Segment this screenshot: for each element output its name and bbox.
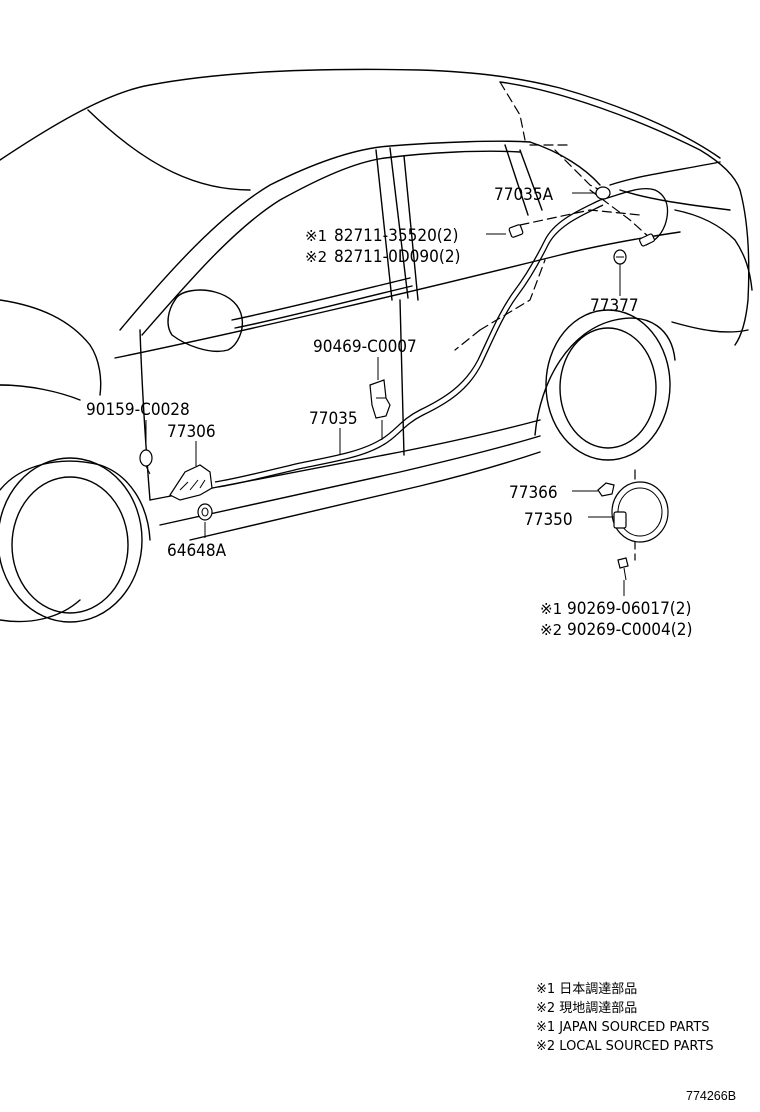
label-77035A: 77035A [494, 185, 554, 205]
part-lid-lock-end [639, 233, 655, 247]
legend-line-4: ※2 LOCAL SOURCED PARTS [536, 1039, 714, 1054]
label-82711-0D090: 82711-0D090(2) [334, 247, 461, 267]
part-82711-clamp [508, 224, 524, 238]
car-body-outline [0, 68, 753, 623]
mark-2-a: ※2 [305, 248, 327, 266]
label-77366: 77366 [509, 483, 558, 503]
part-90269-screw [617, 557, 629, 581]
leader-lines [145, 192, 625, 596]
part-77035A-clip [595, 186, 611, 200]
label-90269-06017: 90269-06017(2) [567, 599, 691, 619]
part-77377-cushion [613, 249, 627, 265]
part-77306-opener-lever [169, 464, 213, 501]
label-77350: 77350 [524, 510, 573, 530]
label-77306: 77306 [167, 422, 216, 442]
part-90469-clamp [369, 379, 391, 440]
diagram-code: 774266B [686, 1089, 736, 1103]
mark-2-b: ※2 [540, 621, 562, 639]
mark-1-a: ※1 [305, 227, 327, 245]
label-77377: 77377 [590, 296, 639, 316]
part-64648A-clip [197, 503, 213, 521]
part-labels: 77035A ※1 82711-35520(2) ※2 82711-0D090(… [86, 185, 692, 640]
label-82711-35520: 82711-35520(2) [334, 226, 458, 246]
legend-line-2: ※2 現地調達部品 [536, 1001, 637, 1016]
legend-line-1: ※1 日本調達部品 [536, 982, 637, 997]
label-64648A: 64648A [167, 541, 227, 561]
part-77350-fuel-lid [611, 481, 669, 543]
mark-1-b: ※1 [540, 600, 562, 618]
label-77035: 77035 [309, 409, 358, 429]
legend-line-3: ※1 JAPAN SOURCED PARTS [536, 1020, 710, 1035]
part-77366-spring [597, 482, 615, 497]
footnote-legend: ※1 日本調達部品 ※2 現地調達部品 ※1 JAPAN SOURCED PAR… [536, 982, 714, 1054]
label-90469-C0007: 90469-C0007 [313, 337, 417, 357]
label-90269-C0004: 90269-C0004(2) [567, 620, 692, 640]
part-90159-screw [139, 449, 153, 475]
parts [139, 186, 669, 581]
cable-77035 [214, 188, 669, 488]
label-90159-C0028: 90159-C0028 [86, 400, 190, 420]
